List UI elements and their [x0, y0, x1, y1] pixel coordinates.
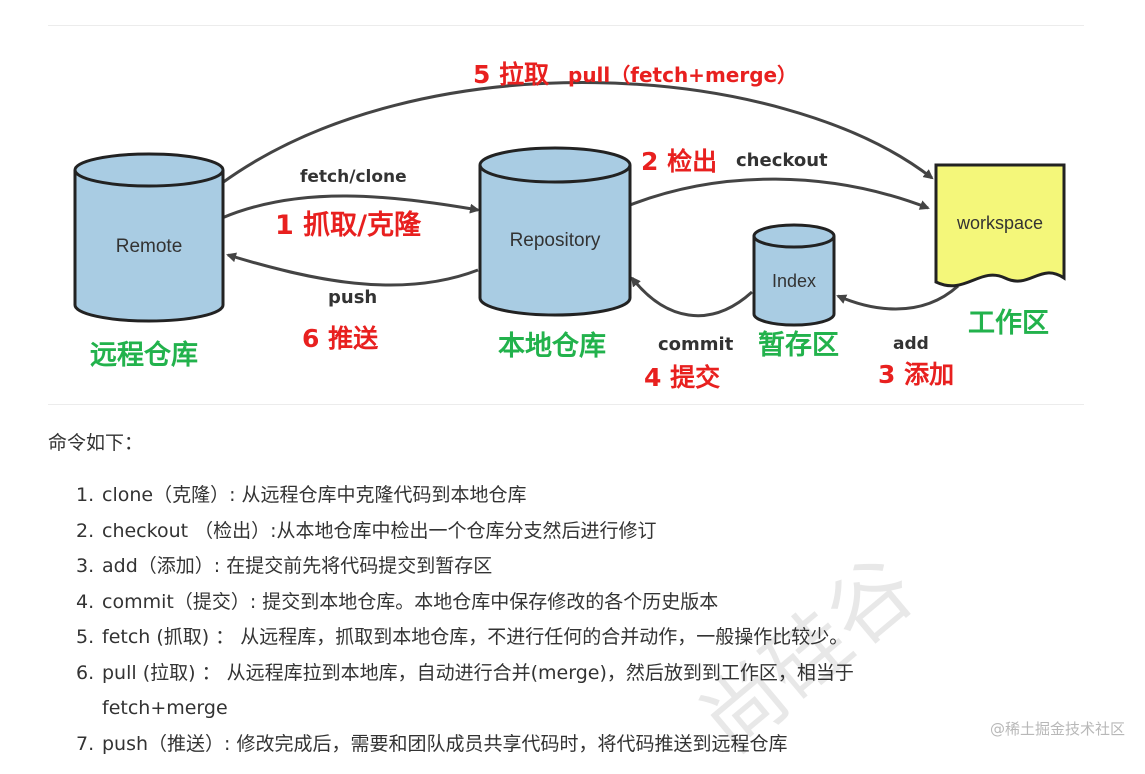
- item-number: 6.: [76, 661, 95, 684]
- intro-text: 命令如下：: [48, 432, 144, 454]
- add-arrow: [836, 284, 959, 311]
- item-number: 5.: [76, 626, 95, 648]
- remote-cn-label: 远程仓库: [90, 340, 198, 371]
- list-item: 3. add（添加）: 在提交前先将代码提交到暂存区: [76, 549, 1002, 585]
- add-cmd-label: add: [893, 334, 929, 354]
- add-label: 3 添加: [878, 360, 954, 389]
- index-label: Index: [772, 271, 816, 291]
- list-item: 5. fetch (抓取) ： 从远程库，抓取到本地仓库，不进行任何的合并动作，一…: [76, 620, 1002, 656]
- item-text: pull (拉取) ： 从远程库拉到本地库，自动进行合并(merge)，然后放到…: [102, 661, 854, 684]
- list-item: 4. commit（提交）: 提交到本地仓库。本地仓库中保存修改的各个历史版本: [76, 585, 1002, 621]
- push-label: 6 推送: [302, 324, 378, 353]
- item-text: fetch+merge: [102, 697, 228, 719]
- list-item: 1. clone（克隆）: 从远程仓库中克隆代码到本地仓库: [76, 478, 1002, 514]
- item-number: 2.: [76, 519, 95, 542]
- fetch-clone-label: fetch/clone: [300, 167, 407, 187]
- bottom-divider: [48, 404, 1084, 405]
- list-item-continuation: fetch+merge: [102, 691, 1002, 727]
- commit-cmd-label: commit: [658, 334, 734, 355]
- fetch-arrow: [221, 194, 480, 220]
- push-arrow: [226, 252, 479, 287]
- item-number: 4.: [76, 590, 95, 613]
- index-cn-label: 暂存区: [758, 329, 839, 361]
- repository-cylinder: Repository: [478, 146, 632, 317]
- commit-arrow: [630, 276, 754, 318]
- item-number: 1.: [76, 484, 95, 506]
- watermark-text: @稀土掘金技术社区: [989, 720, 1125, 738]
- item-text: checkout （检出）:从本地仓库中检出一个仓库分支然后进行修订: [102, 519, 657, 542]
- push-cmd-label: push: [328, 287, 377, 308]
- checkout-cmd-label: checkout: [736, 150, 828, 171]
- list-item: 7. push（推送）: 修改完成后，需要和团队成员共享代码时，将代码推送到远程仓…: [76, 727, 1002, 763]
- item-text: push（推送）: 修改完成后，需要和团队成员共享代码时，将代码推送到远程仓库: [102, 732, 788, 755]
- pull-arrow: [221, 81, 934, 185]
- workspace-cn-label: 工作区: [968, 308, 1049, 339]
- list-item: 2. checkout （检出）:从本地仓库中检出一个仓库分支然后进行修订: [76, 514, 1002, 550]
- remote-label: Remote: [116, 236, 183, 257]
- item-number: 7.: [76, 732, 95, 755]
- item-number: 3.: [76, 555, 95, 577]
- checkout-num-label: 2 检出: [641, 147, 717, 176]
- item-text: fetch (抓取) ： 从远程库，抓取到本地仓库，不进行任何的合并动作，一般操…: [102, 626, 849, 648]
- commit-label: 4 提交: [644, 363, 720, 392]
- list-item: 6. pull (拉取) ： 从远程库拉到本地库，自动进行合并(merge)，然后…: [76, 656, 1002, 692]
- command-list: 1. clone（克隆）: 从远程仓库中克隆代码到本地仓库 2. checkout …: [76, 478, 1002, 763]
- checkout-arrow: [629, 177, 930, 210]
- workspace-document: workspace: [934, 163, 1066, 288]
- remote-cylinder: Remote: [73, 152, 225, 323]
- pull-num-label: 5 拉取: [473, 60, 549, 89]
- top-divider: [48, 25, 1084, 26]
- item-text: add（添加）: 在提交前先将代码提交到暂存区: [102, 555, 493, 577]
- pull-cmd-label: pull（fetch+merge）: [568, 63, 797, 87]
- item-text: clone（克隆）: 从远程仓库中克隆代码到本地仓库: [102, 484, 527, 506]
- item-text: commit（提交）: 提交到本地仓库。本地仓库中保存修改的各个历史版本: [102, 590, 719, 613]
- index-cylinder: Index: [752, 223, 836, 327]
- repository-label: Repository: [510, 230, 601, 251]
- git-workflow-diagram: Remote Repository Index workspace 5 拉取 p…: [73, 60, 1066, 392]
- workspace-label: workspace: [956, 213, 1043, 233]
- local-cn-label: 本地仓库: [498, 331, 606, 362]
- fetch-label: 1 抓取/克隆: [275, 209, 422, 241]
